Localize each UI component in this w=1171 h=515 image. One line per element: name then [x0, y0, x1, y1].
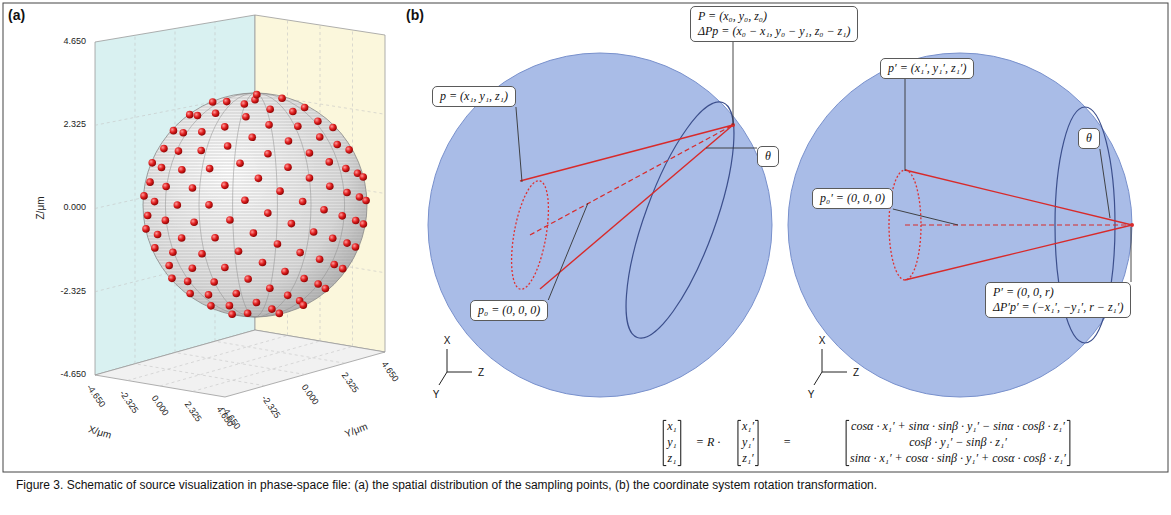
matrix-bracket — [738, 420, 741, 465]
tick-label: 4.650 — [379, 360, 400, 384]
leader-line — [1100, 149, 1110, 218]
floor — [95, 330, 385, 397]
callout-text: p = (x₁, y₁, z₁) — [440, 89, 508, 104]
leader-line — [905, 79, 906, 171]
figure-caption: Figure 3. Schematic of source visualizat… — [16, 478, 1156, 493]
leader-line — [733, 42, 734, 125]
tick-label: 2.325 — [181, 400, 202, 424]
equation-operator: = R · — [696, 436, 720, 449]
sphere — [140, 91, 370, 318]
tick-label: 2.325 — [63, 120, 86, 130]
callout-box: θ — [757, 146, 779, 167]
axis-title: X/μm — [87, 423, 113, 440]
leader-line — [1131, 227, 1132, 282]
leader-line — [516, 107, 522, 182]
callout-box: P = (x₀, y₀, z₀)ΔPp = (x₀ − x₁, y₀ − y₁,… — [690, 6, 858, 42]
cone-line — [540, 125, 733, 289]
callout-text: ΔPp = (x₀ − x₁, y₀ − y₁, z₀ − z₁) — [698, 24, 850, 39]
grid-lines — [95, 20, 385, 392]
tick-label: -4.650 — [84, 383, 107, 410]
sphere-left — [428, 53, 772, 397]
callout-box: p = (x₁, y₁, z₁) — [432, 86, 516, 107]
callout-text: p′ = (x₁′, y₁′, z₁′) — [888, 61, 966, 76]
callout-text: p₀′ = (0, 0, 0) — [820, 191, 885, 206]
callout-text: P′ = (0, 0, r) — [993, 285, 1123, 300]
cone-axis — [905, 224, 1132, 225]
tick-label: -2.325 — [259, 394, 282, 421]
matrix-row: sinα · x₁′ + cosα · sinβ · y₁′ + cosα · … — [850, 452, 1066, 465]
tick-label: -2.325 — [116, 389, 139, 416]
callout-text: ΔP′p′ = (−x₁′, −y₁′, r − z₁′) — [993, 300, 1123, 315]
figure-frame — [3, 3, 1168, 472]
callout-text: θ — [765, 149, 771, 164]
callout-box: p₀′ = (0, 0, 0) — [812, 188, 893, 209]
axis-letter: Z — [478, 367, 484, 378]
vector-entry: y₁′ — [742, 436, 754, 449]
vector-entry: x₁ — [667, 420, 677, 433]
axis-letter: Y — [433, 389, 440, 400]
sphere-right — [788, 53, 1132, 397]
leader-line — [548, 203, 588, 300]
callout-text: θ — [1086, 131, 1092, 146]
matrix-row: cosα · x₁′ + sinα · sinβ · y₁′ − sinα · … — [851, 420, 1065, 433]
point — [1130, 223, 1134, 227]
matrix-bracket — [678, 420, 681, 465]
panel-label: (a) — [8, 8, 25, 23]
matrix-bracket — [846, 420, 849, 465]
axis-title: Y/μm — [343, 421, 369, 440]
vector-entry: x₁′ — [742, 420, 754, 433]
matrix-row: cosβ · y₁′ − sinβ · z₁′ — [909, 436, 1007, 449]
tick-label: 4.650 — [63, 37, 86, 47]
axis-letter: Y — [808, 389, 815, 400]
callout-box: p₀ = (0, 0, 0) — [470, 300, 548, 321]
matrix-bracket — [1067, 420, 1070, 465]
tick-label: 0.000 — [299, 383, 320, 407]
callout-box: P′ = (0, 0, r)ΔP′p′ = (−x₁′, −y₁′, r − z… — [985, 282, 1131, 318]
cut-ellipse — [604, 91, 755, 350]
matrix-bracket — [663, 420, 666, 465]
leader-line — [893, 209, 958, 225]
equation-operator: = — [783, 436, 791, 449]
tick-label: 0.000 — [63, 203, 86, 213]
vector-entry: y₁ — [667, 436, 677, 449]
callout-box: p′ = (x₁′, y₁′, z₁′) — [880, 58, 974, 79]
cone-line — [905, 225, 1132, 280]
tick-label: 0.000 — [149, 394, 170, 418]
callout-box: θ — [1078, 128, 1100, 149]
callout-text: p₀ = (0, 0, 0) — [478, 303, 540, 318]
vector-entry: z₁′ — [742, 452, 753, 465]
cone-axis — [530, 125, 733, 235]
panel-label: (b) — [406, 8, 424, 23]
tick-label: -2.325 — [60, 287, 86, 297]
tick-label: -4.650 — [60, 370, 86, 380]
axis-triad — [439, 349, 847, 385]
leader-line — [706, 148, 757, 149]
tick-label: 2.325 — [339, 371, 360, 395]
cone-line — [905, 170, 1132, 225]
axis-letter: X — [819, 335, 826, 346]
axis-letter: Z — [853, 367, 859, 378]
vector-entry: z₁ — [668, 452, 677, 465]
axis-title: Z/μm — [35, 197, 46, 220]
axis-letter: X — [444, 335, 451, 346]
matrix-bracket — [755, 420, 758, 465]
callout-text: P = (x₀, y₀, z₀) — [698, 9, 850, 24]
